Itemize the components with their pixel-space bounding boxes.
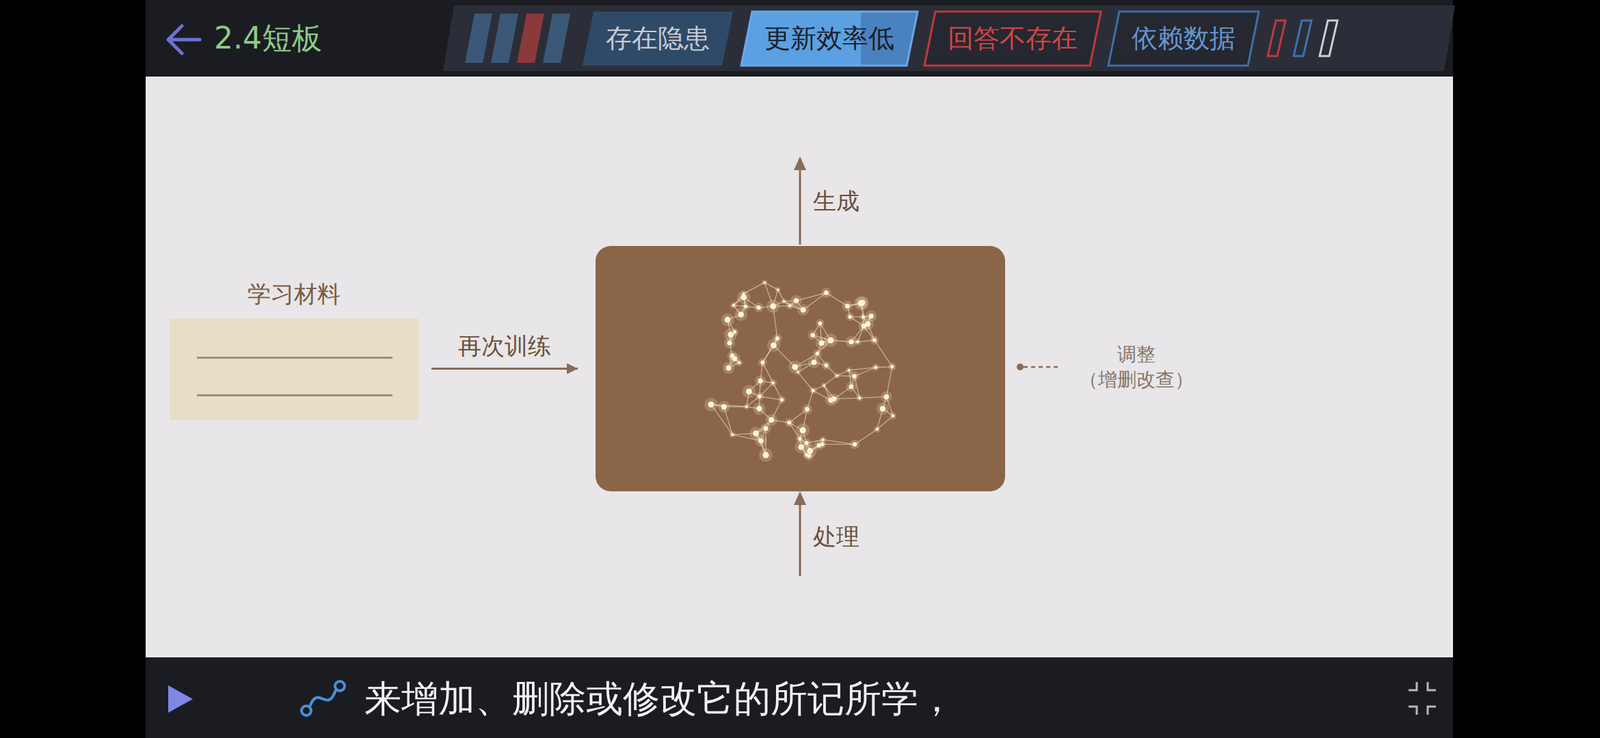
tab-button: 依赖数据 xyxy=(1107,10,1261,68)
tab-bar xyxy=(443,5,1456,72)
tab-label: 更新效率低 xyxy=(764,21,895,57)
diagram-label: （增删改查） xyxy=(1078,369,1194,392)
tab-button: 更新效率低 xyxy=(739,10,919,68)
collapse-icon xyxy=(1408,682,1436,716)
diagram-label: 生成 xyxy=(812,188,860,215)
back-arrow xyxy=(168,25,200,54)
node-heading: 学习材料 xyxy=(247,280,341,308)
tab-label: 回答不存在 xyxy=(947,21,1078,57)
play-icon xyxy=(168,685,193,714)
bottom-bar xyxy=(145,657,1453,738)
material-box xyxy=(169,318,419,421)
tab-stripes xyxy=(464,13,571,63)
graph-icon xyxy=(301,681,345,716)
network-dots xyxy=(704,279,897,463)
input-arrow xyxy=(793,491,807,577)
network-illustration xyxy=(595,246,1006,492)
tab-button: 回答不存在 xyxy=(923,10,1103,68)
adjust-leader xyxy=(1016,363,1059,371)
edge-label: 再次训练 xyxy=(455,332,554,360)
model-box xyxy=(595,246,1006,492)
tab-label: 存在隐患 xyxy=(605,21,710,57)
network-links xyxy=(711,282,893,457)
diagram-label: 调整 xyxy=(1117,343,1156,366)
subtitle-text: 来增加、删除或修改它的所记所学， xyxy=(364,674,956,725)
content-ground xyxy=(145,76,1453,658)
material-node: 学习材料 xyxy=(169,280,419,421)
page-title: 2.4短板 xyxy=(214,18,323,59)
connector-arrow xyxy=(431,367,578,370)
diagram-label: 处理 xyxy=(812,523,860,551)
tab-button: 存在隐患 xyxy=(581,10,735,68)
text-line xyxy=(196,356,393,359)
text-line xyxy=(196,394,393,397)
output-arrow xyxy=(793,156,807,245)
tab-label: 依赖数据 xyxy=(1131,21,1236,57)
tab-stripes xyxy=(1267,20,1338,57)
